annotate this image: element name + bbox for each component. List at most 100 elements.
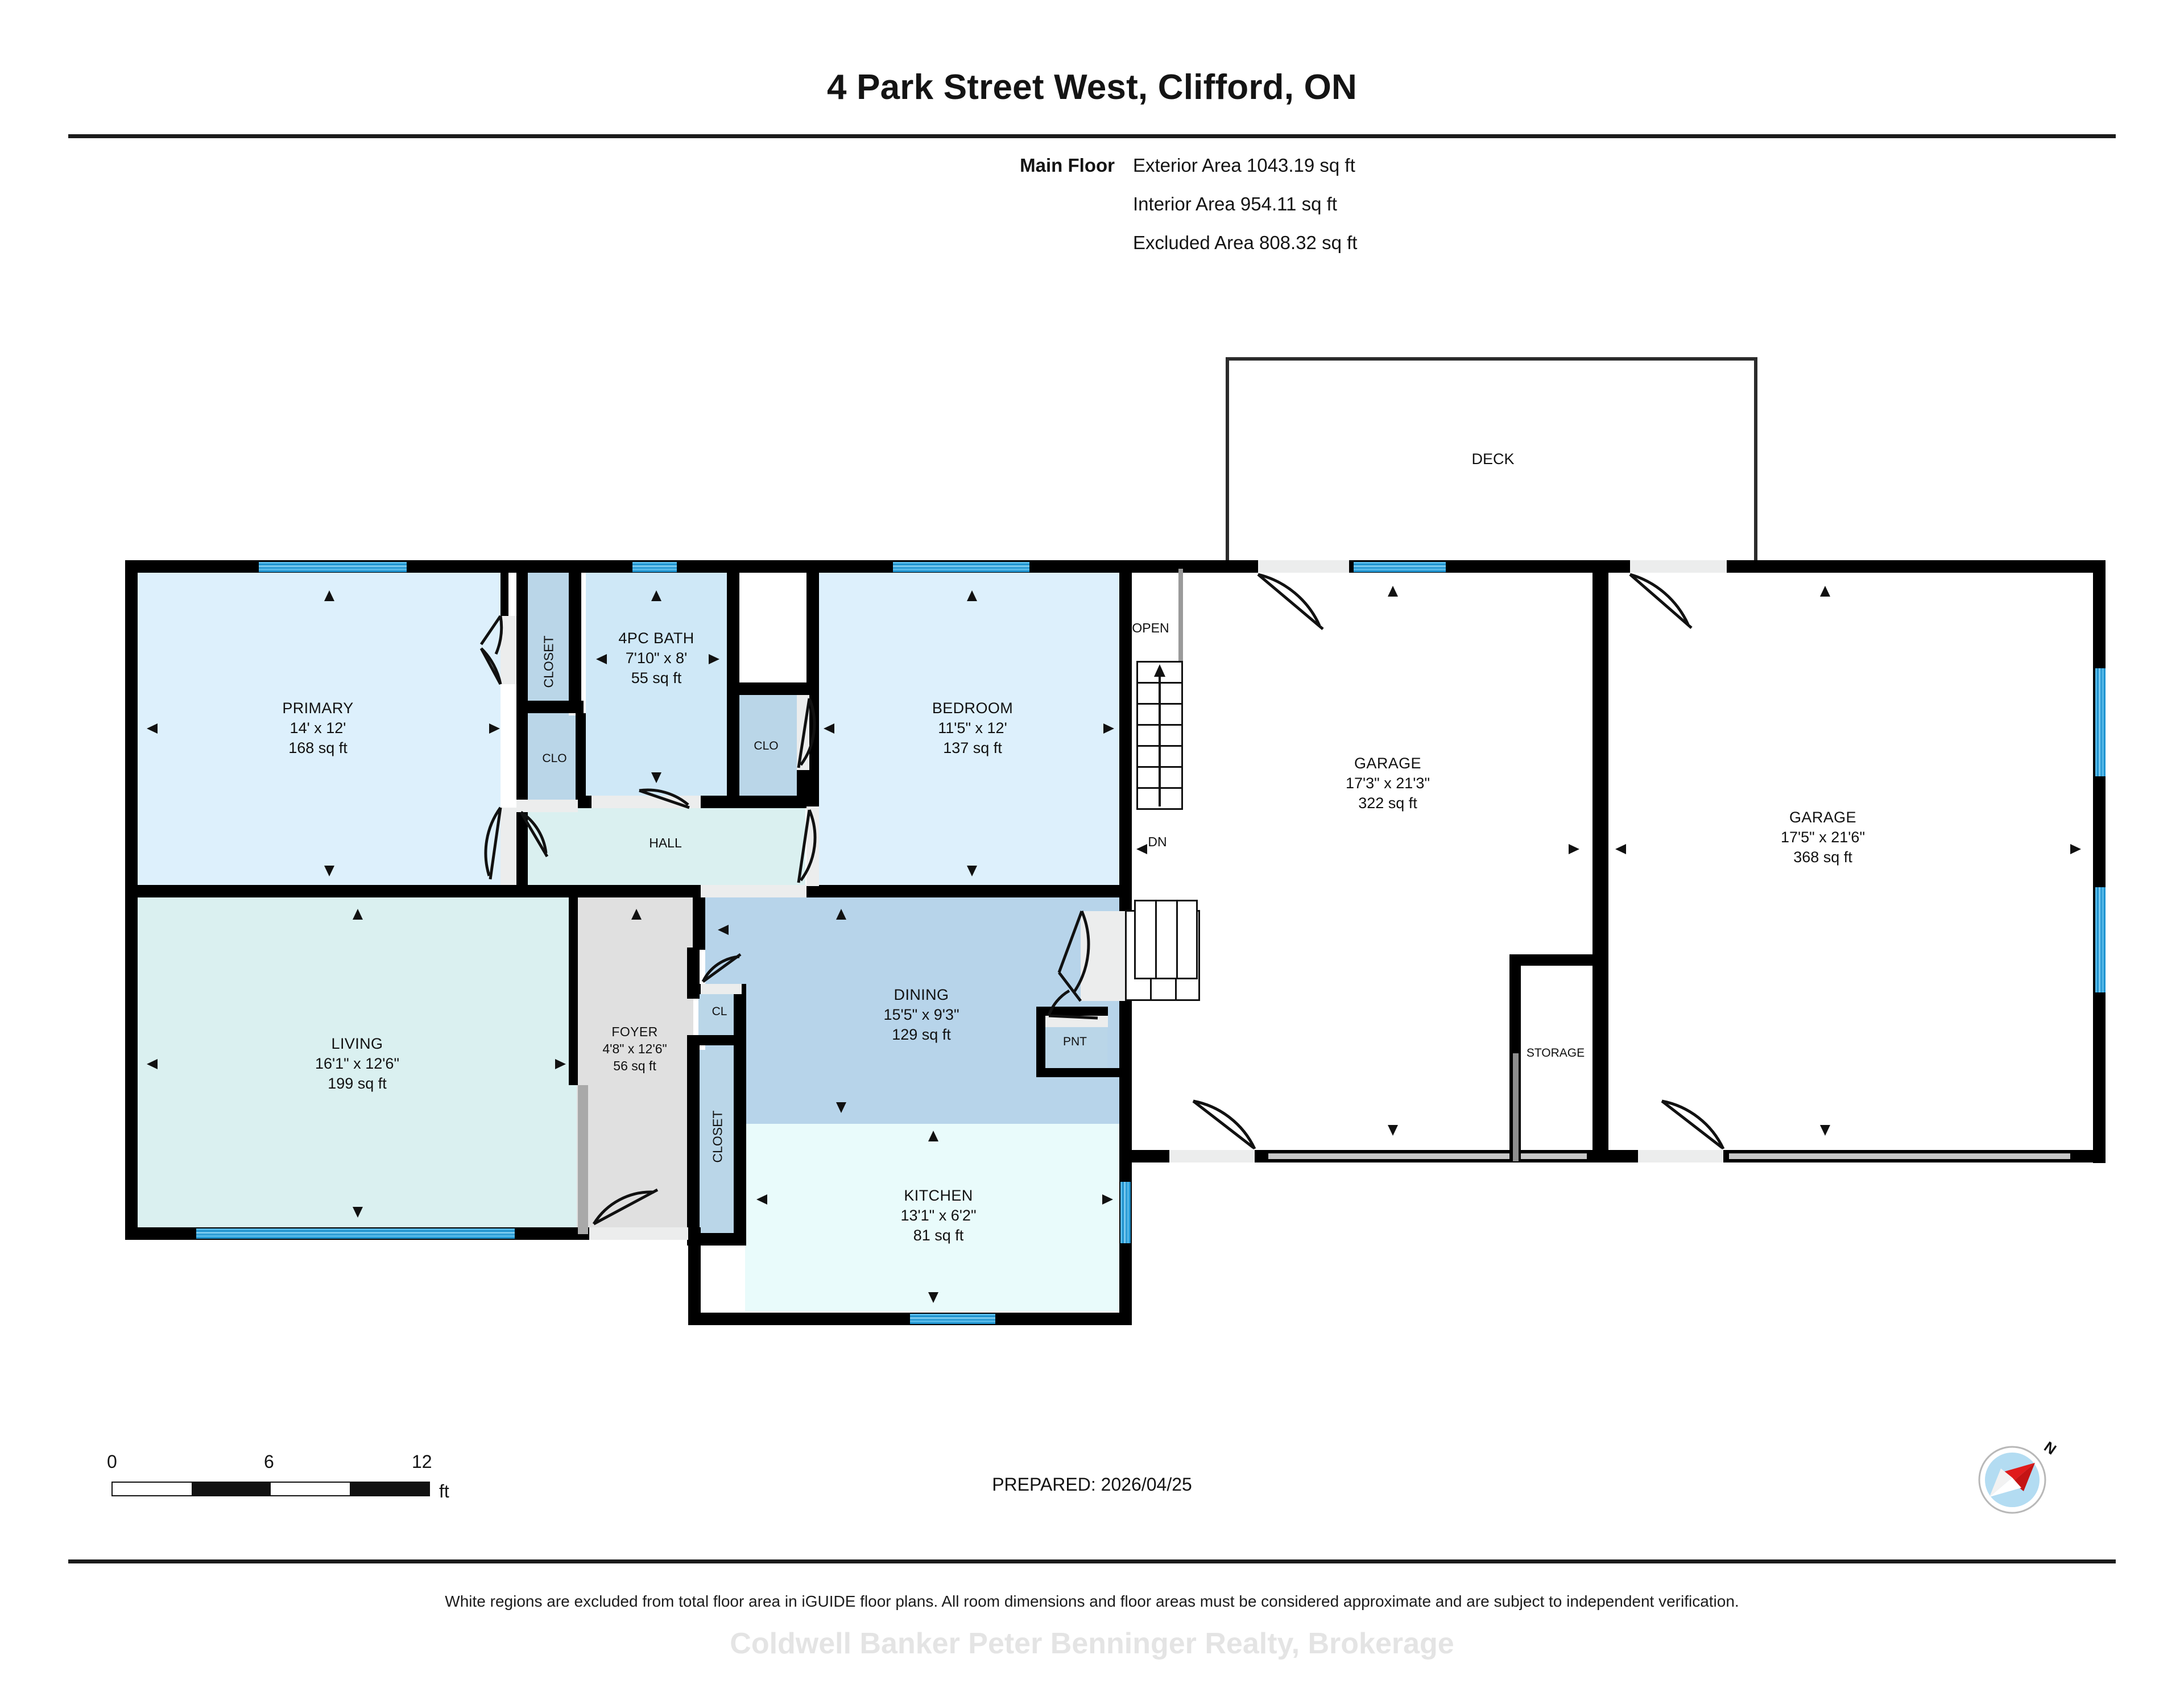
door-opening-primary-hall [500,808,516,885]
window-bath-top [632,562,677,572]
primary-area: 168 sq ft [288,739,348,757]
foyer-area: 56 sq ft [613,1058,656,1073]
wall-primary-bottom [135,885,522,897]
garage-left-label: GARAGE 17'3" x 21'3" 322 sq ft [1302,754,1473,813]
wall-bedroom-bottom [806,885,1132,897]
measure-arrow [756,1194,767,1205]
measure-arrow [651,590,661,601]
measure-arrow [631,909,642,920]
door-opening-primary-closet [500,616,516,684]
header-divider [68,134,2116,138]
bedroom-dims: 11'5" x 12' [938,719,1007,737]
measure-arrow [967,866,977,876]
open-label: OPEN [1132,620,1169,635]
measure-arrow [596,654,607,664]
window-bedroom-top [893,562,1029,572]
primary-name: PRIMARY [282,700,354,717]
deck-wall-right [1754,357,1757,569]
living-area: 199 sq ft [328,1075,387,1093]
wall-cl-right [734,984,746,1045]
garage-right-area: 368 sq ft [1793,849,1852,866]
hall-label: HALL [649,835,682,850]
garage-left-door-opening-top [1258,560,1349,573]
scale-bar [111,1482,430,1496]
wall-closet-div [516,701,584,713]
wall-closet-k-right [734,1045,746,1244]
measure-arrow [824,723,834,734]
measure-arrow [651,772,661,783]
measure-arrow [324,866,334,876]
living-room-fill [135,897,577,1233]
primary-room-fill [135,570,500,889]
page-title: 4 Park Street West, Clifford, ON [826,68,1358,107]
clo-left-fill [528,715,582,800]
garage-right-dims: 17'5" x 21'6" [1780,829,1866,846]
house-wall-left [125,560,138,1240]
prepared-date: PREPARED: 2026/04/25 [992,1474,1192,1495]
door-opening-front [589,1227,688,1240]
foyer-room-fill [577,897,693,1234]
clo-right-label: CLO [754,739,779,752]
garage-left-dims: 17'3" x 21'3" [1345,775,1430,792]
exterior-area: Exterior Area 1043.19 sq ft [1133,155,1355,176]
deck-label: DECK [1471,450,1515,467]
measure-arrow [1820,1125,1830,1136]
measure-arrow [718,925,729,935]
foyer-name: FOYER [611,1024,658,1039]
closet-primary-label: CLOSET [541,635,556,688]
measure-arrow [147,723,158,734]
garage-right-label: GARAGE 17'5" x 21'6" 368 sq ft [1738,808,1908,867]
storage-sliding-door [1513,1053,1519,1161]
kitchen-room-fill [745,1124,1126,1311]
scale-tick-12: 12 [412,1451,432,1472]
foyer-railing [578,1085,588,1234]
wall-clo-left-right [576,713,586,801]
garage-right-name: GARAGE [1789,809,1856,826]
hall-room-fill [528,801,805,889]
disclaimer-text: White regions are excluded from total fl… [445,1592,1739,1610]
floor-label: Main Floor [1020,155,1115,176]
deck-wall-left [1226,357,1229,569]
storage-label: STORAGE [1526,1046,1585,1060]
kitchen-room-label: KITCHEN 13'1" x 6'2" 81 sq ft [853,1186,1024,1246]
wall-closet-k-left [687,1045,700,1244]
measure-arrow [1615,844,1626,854]
wall-pnt-top [1036,1007,1108,1016]
brokerage-watermark: Coldwell Banker Peter Benninger Realty, … [730,1627,1454,1660]
window-living-bottom [196,1228,515,1239]
wall-primary-closet-left [500,570,508,616]
stair-direction-arrow [1154,664,1165,806]
measure-arrow [1102,1194,1113,1205]
compass-rose-icon: N [1978,1438,2060,1514]
measure-arrow [324,590,334,601]
bath-area: 55 sq ft [631,669,682,687]
bath-room-label: 4PC BATH 7'10" x 8' 55 sq ft [571,628,742,688]
measure-arrow [1569,844,1579,854]
wall-dining-left [693,897,705,950]
compass-north-label: N [2041,1438,2060,1458]
stair-tread-line [1176,901,1178,978]
kitchen-closet-fill [698,1050,737,1243]
garage-right-door-opening-top [1630,560,1727,573]
living-dims: 16'1" x 12'6" [315,1055,400,1073]
cl-foyer-fill [698,991,737,1037]
garage-wall-bottom [1132,1150,2106,1162]
bath-name: 4PC BATH [618,630,694,647]
scale-tick-6: 6 [264,1451,274,1472]
interior-area: Interior Area 954.11 sq ft [1133,193,1337,214]
window-garage-left-top [1354,562,1446,572]
kitchen-name: KITCHEN [904,1187,973,1204]
garage-left-overhead-door [1268,1153,1587,1159]
scale-segment [350,1483,429,1495]
kitchen-area: 81 sq ft [913,1227,964,1244]
measure-arrow [1136,844,1147,854]
measure-arrow [836,1102,846,1113]
measure-arrow [353,1207,363,1218]
measure-arrow [1388,1125,1398,1136]
footer-divider [68,1559,2116,1563]
scale-bar-ticks: 0 6 12 [107,1451,432,1474]
door-opening-bath [592,796,701,808]
measure-arrow [709,654,719,664]
